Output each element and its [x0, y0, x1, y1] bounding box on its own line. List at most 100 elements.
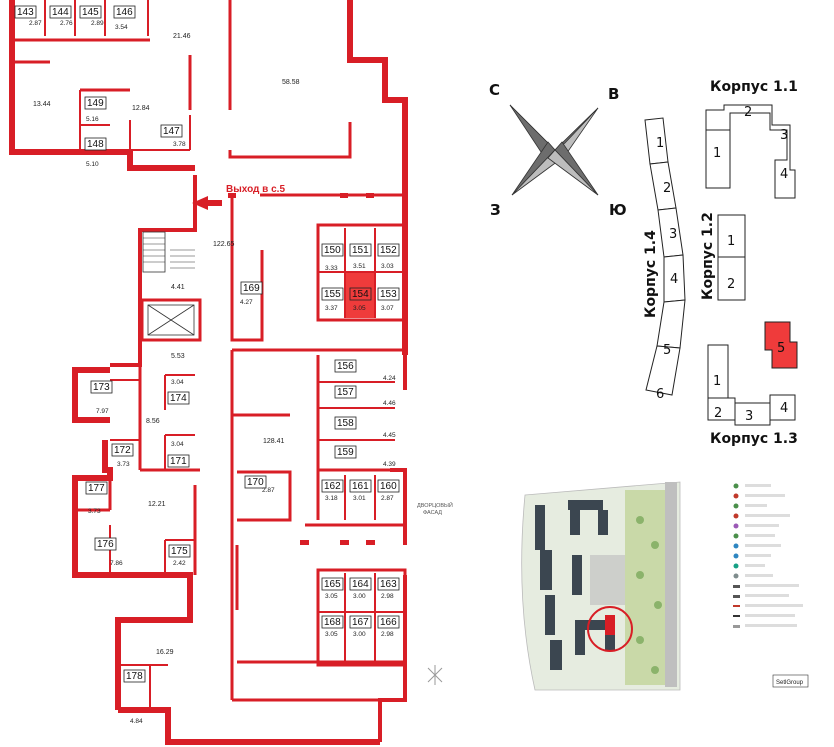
- room-number: 163: [380, 579, 397, 590]
- room-number: 170: [247, 477, 264, 488]
- area-label: 16.29: [156, 649, 174, 656]
- room-area: 3.73: [88, 508, 101, 515]
- area-label: 4.41: [171, 284, 185, 291]
- section-label: 3: [780, 128, 788, 143]
- room-area: 3.04: [171, 441, 184, 448]
- area-label: 58.58: [282, 79, 300, 86]
- section-label: 2: [727, 277, 735, 292]
- room-area: 3.00: [353, 631, 366, 638]
- room-number: 157: [337, 387, 354, 398]
- facade-label: ДВОРЦОВЫЙ: [417, 501, 453, 509]
- area-label: 12.84: [132, 105, 150, 112]
- room-area: 3.78: [173, 141, 186, 148]
- room-number: 169: [243, 283, 260, 294]
- room-area: 7.97: [96, 408, 109, 415]
- brand-logo: SetlGroup: [776, 680, 804, 686]
- section-label: 6: [656, 387, 664, 402]
- area-label: 8.56: [146, 418, 160, 425]
- room-number: 158: [337, 418, 354, 429]
- room-number: 144: [52, 7, 69, 18]
- section-label: 4: [780, 401, 788, 416]
- compass-south: Ю: [609, 201, 627, 219]
- room-area: 2.89: [91, 20, 104, 27]
- area-label: 122.65: [213, 241, 235, 248]
- section-label: 2: [744, 105, 752, 120]
- site-legend: [733, 483, 803, 628]
- section-label: 4: [780, 167, 788, 182]
- room-number: 152: [380, 245, 397, 256]
- room-number: 160: [380, 481, 397, 492]
- room-area: 3.51: [353, 263, 366, 270]
- room-area: 2.87: [262, 487, 275, 494]
- floor-plan: [9, 0, 408, 745]
- section-label: 5: [663, 343, 671, 358]
- room-area: 3.05: [353, 305, 366, 312]
- room-number: 145: [82, 7, 99, 18]
- room-area: 2.98: [381, 631, 394, 638]
- room-area: 3.05: [325, 631, 338, 638]
- room-area: 3.33: [325, 265, 338, 272]
- building-title-1-1: Корпус 1.1: [710, 79, 798, 95]
- section-label: 5: [777, 341, 785, 356]
- room-number: 168: [324, 617, 341, 628]
- room-area: 3.01: [353, 495, 366, 502]
- compass-east: В: [608, 85, 619, 103]
- room-area: 2.87: [29, 20, 42, 27]
- site-plan: SetlGroup: [521, 481, 809, 691]
- facade-label: ФАСАД: [423, 510, 442, 516]
- room-area: 3.00: [353, 593, 366, 600]
- elevator-shaft: [140, 298, 202, 342]
- section-label: 1: [713, 374, 721, 389]
- room-number: 143: [17, 7, 34, 18]
- room-number: 165: [324, 579, 341, 590]
- room-area: 4.24: [383, 375, 396, 382]
- section-label: 1: [713, 146, 721, 161]
- room-area: 4.45: [383, 432, 396, 439]
- room-number: 154: [352, 289, 369, 300]
- exit-arrow-icon: [192, 196, 222, 210]
- area-label: 128.41: [263, 438, 285, 445]
- room-number: 173: [93, 382, 110, 393]
- room-area: 5.10: [86, 161, 99, 168]
- room-number: 159: [337, 447, 354, 458]
- section-label: 4: [670, 272, 678, 287]
- room-number: 176: [97, 539, 114, 550]
- exit-label: Выход в с.5: [226, 184, 285, 195]
- area-label: 21.46: [173, 33, 191, 40]
- room-area: 4.84: [130, 718, 143, 725]
- north-marker-icon: [427, 665, 443, 685]
- section-label: 2: [714, 406, 722, 421]
- room-area: 4.46: [383, 400, 396, 407]
- room-area: 3.37: [325, 305, 338, 312]
- section-label: 3: [669, 227, 677, 242]
- room-number: 166: [380, 617, 397, 628]
- section-label: 2: [663, 181, 671, 196]
- room-area: 2.98: [381, 593, 394, 600]
- room-number: 172: [114, 445, 131, 456]
- room-number: 174: [170, 393, 187, 404]
- room-number: 167: [352, 617, 369, 628]
- room-number: 161: [352, 481, 369, 492]
- room-number: 177: [88, 483, 105, 494]
- room-area: 5.16: [86, 116, 99, 123]
- section-label: 3: [745, 409, 753, 424]
- building-title-1-2: Корпус 1.2: [700, 212, 716, 300]
- section-label: 1: [727, 234, 735, 249]
- site-highlight-circle: [587, 606, 633, 652]
- room-area: 3.73: [117, 461, 130, 468]
- area-label: 13.44: [33, 101, 51, 108]
- room-number: 153: [380, 289, 397, 300]
- compass-north: С: [489, 81, 500, 99]
- room-area: 7.86: [110, 560, 123, 567]
- room-number: 147: [163, 126, 180, 137]
- room-number: 175: [171, 546, 188, 557]
- room-area: 4.27: [240, 299, 253, 306]
- room-area: 2.76: [60, 20, 73, 27]
- building-title-1-4: Корпус 1.4: [643, 230, 659, 318]
- room-labels: 143 2.87 144 2.76 145 2.89 146 3.54 21.4…: [14, 5, 453, 725]
- area-label: 5.53: [171, 353, 185, 360]
- room-number: 178: [126, 671, 143, 682]
- room-number: 162: [324, 481, 341, 492]
- room-number: 155: [324, 289, 341, 300]
